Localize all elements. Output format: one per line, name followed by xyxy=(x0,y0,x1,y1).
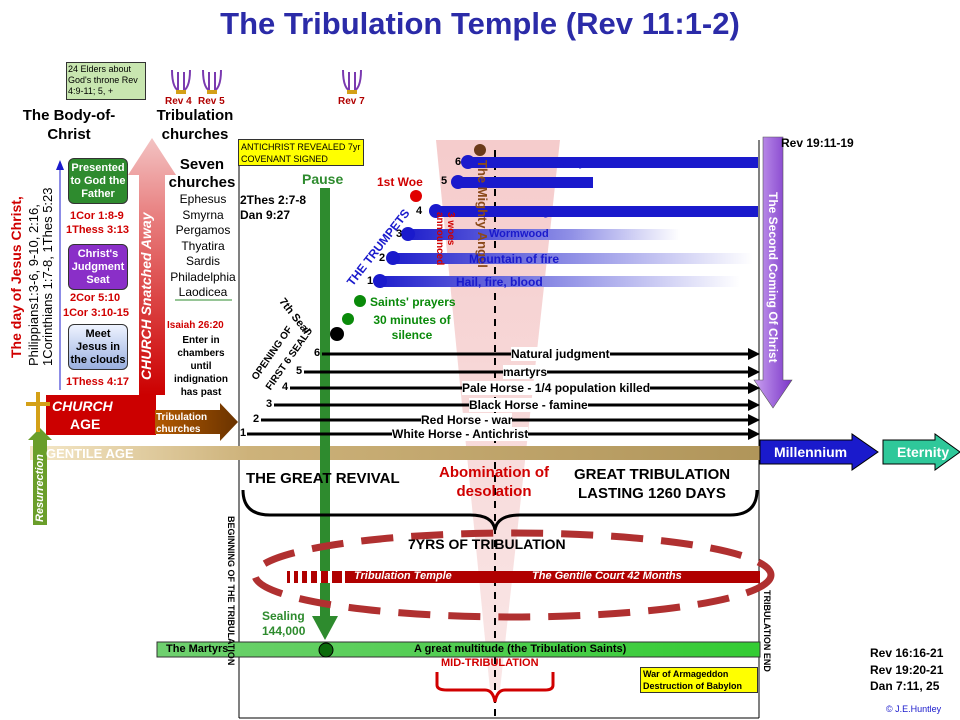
rev19-ref: Rev 19:11-19 xyxy=(781,136,854,150)
trumpet-num: 1 xyxy=(367,275,374,287)
end-ref: Dan 7:11, 25 xyxy=(870,679,940,693)
saints-prayers-label: Saints' prayers xyxy=(370,295,456,309)
elders-note: 24 Elders about God's throne Rev 4:9-11;… xyxy=(66,62,146,100)
end-ref: Rev 16:16-21 xyxy=(870,646,944,660)
sealing-label: Sealing 144,000 xyxy=(262,609,306,638)
lyre-icon-3 xyxy=(342,69,362,94)
trumpet-num: 6 xyxy=(455,156,462,168)
seal-num: 4 xyxy=(282,381,289,393)
church-item: Laodicea xyxy=(178,285,228,299)
tribulation-churches-header: Tribulation churches xyxy=(156,107,234,143)
body-of-christ-label: The Body-of-Christ xyxy=(22,107,116,143)
seal-label: martyrs xyxy=(503,365,548,379)
trumpet-label: 1/3 less light xyxy=(489,204,562,218)
first-woe-label: 1st Woe xyxy=(377,175,423,189)
trumpet-bars xyxy=(373,155,758,288)
gentile-age-label: GENTILE AGE xyxy=(46,446,134,461)
isaiah-text: Enter in chambers until indignation has … xyxy=(174,335,228,398)
church-snatched-label: CHURCH Snatched Away xyxy=(138,212,154,380)
silence-label: 30 minutes of silence xyxy=(373,313,451,342)
day-refs-2: 1Corinthians 1:7-8, 1Thes 5:23 xyxy=(40,187,55,367)
seal-num: 3 xyxy=(266,398,273,410)
copyright: © J.E.Huntley xyxy=(886,704,942,714)
lyre-icon-1 xyxy=(171,69,191,94)
church-list: Ephesus Smyrna Pergamos Thyatira Sardis … xyxy=(160,192,246,301)
seal-label: Natural judgment xyxy=(511,347,610,361)
trumpet-label: Locusts xyxy=(497,175,544,189)
trumpet-num: 4 xyxy=(416,205,423,217)
meet-jesus-box: Meet Jesus in the clouds xyxy=(68,324,128,370)
seal-num: 6 xyxy=(314,347,321,359)
trib-end-label: TRIBULATION END xyxy=(762,590,772,672)
trumpet-num: 2 xyxy=(379,252,386,264)
judgment-seat-box: Christ's Judgment Seat xyxy=(68,244,128,290)
seal-label: Red Horse - war xyxy=(421,413,513,427)
trumpet-label: Wormwood xyxy=(489,228,549,240)
armageddon-line: Destruction of Babylon xyxy=(643,681,743,691)
trib-temple-label: Tribulation Temple xyxy=(354,570,452,582)
presented-ref-1: 1Cor 1:8-9 xyxy=(70,210,124,222)
trumpet-label: Hail, fire, blood xyxy=(456,275,543,289)
judgment-ref-2: 1Cor 3:10-15 xyxy=(63,307,130,319)
three-woes-label: 3 woes announced xyxy=(434,212,456,266)
tribulation-churches-arrow-label: Tribulation churches xyxy=(156,412,208,435)
church-item: Philadelphia xyxy=(170,269,236,284)
gentile-court-label: The Gentile Court 42 Months xyxy=(532,570,682,582)
end-refs: Rev 16:16-21 Rev 19:20-21 Dan 7:11, 25 xyxy=(870,645,943,695)
trumpet-num: 5 xyxy=(441,175,448,187)
great-revival-label: THE GREAT REVIVAL xyxy=(246,470,400,487)
presented-ref-2: 1Thess 3:13 xyxy=(66,224,129,236)
church-age-1: CHURCH xyxy=(52,398,113,414)
church-item: Ephesus xyxy=(179,192,227,206)
church-item: Pergamos xyxy=(175,223,231,237)
rev5-ref: Rev 5 xyxy=(198,96,225,107)
rev7-ref: Rev 7 xyxy=(338,96,365,107)
end-ref: Rev 19:20-21 xyxy=(870,662,944,677)
day-of-jesus-label: The day of Jesus Christ, xyxy=(8,196,24,358)
meet-ref: 1Thess 4:17 xyxy=(66,376,129,388)
resurrection-label: Resurrection xyxy=(34,454,46,522)
great-trib-1: GREAT TRIBULATION xyxy=(574,466,731,483)
seal-num: 1 xyxy=(240,427,247,439)
abomination-label: Abomination of desolation xyxy=(439,464,549,500)
armageddon-box: War of Armageddon Destruction of Babylon xyxy=(640,667,758,693)
armageddon-line: War of Armageddon xyxy=(643,669,729,679)
judgment-ref-1: 2Cor 5:10 xyxy=(70,292,121,304)
trumpet-label: Mountain of fire xyxy=(469,252,559,266)
trumpet-label: 200M man army xyxy=(495,155,586,169)
presented-box: Presented to God the Father xyxy=(68,158,128,204)
great-multitude-label: A great multitude (the Tribulation Saint… xyxy=(414,643,627,655)
seal-label: Black Horse - famine xyxy=(469,398,588,412)
pause-label: Pause xyxy=(302,171,344,187)
millennium-label: Millennium xyxy=(774,444,848,460)
martyrs-label: The Martyrs xyxy=(166,643,229,655)
church-age-2: AGE xyxy=(70,416,101,432)
rev4-ref: Rev 4 xyxy=(165,96,192,107)
great-trib-2: LASTING 1260 DAYS xyxy=(578,485,726,502)
thes-ref-2: Dan 9:27 xyxy=(240,208,291,222)
seven-churches-header: Seven churches xyxy=(168,156,236,191)
seal-num: 5 xyxy=(296,365,303,377)
day-refs-1: Philippians1:3-6, 9-10, 2:16, xyxy=(26,204,41,366)
mid-trib-label: MID-TRIBULATION xyxy=(441,657,539,669)
seal-label: White Horse - Antichrist xyxy=(392,427,529,441)
church-item: Smyrna xyxy=(182,207,224,222)
page-title: The Tribulation Temple (Rev 11:1-2) xyxy=(220,6,740,41)
church-item: Sardis xyxy=(185,254,220,268)
isaiah-ref: Isaiah 26:20 xyxy=(167,320,224,331)
church-item: Thyatira xyxy=(181,238,225,253)
thes-ref-1: 2Thes 2:7-8 xyxy=(240,193,307,207)
seal-num: 2 xyxy=(253,413,260,425)
lyre-icon-2 xyxy=(202,69,222,94)
trumpet-num: 3 xyxy=(396,228,403,240)
second-coming-label: The Second Coming Of Christ xyxy=(766,192,780,363)
seal-label: Pale Horse - 1/4 population killed xyxy=(462,381,651,395)
eternity-label: Eternity xyxy=(897,444,950,460)
antichrist-note: ANTICHRIST REVEALED 7yr COVENANT SIGNED xyxy=(238,139,364,166)
seven-yrs-label: 7YRS OF TRIBULATION xyxy=(408,536,566,552)
